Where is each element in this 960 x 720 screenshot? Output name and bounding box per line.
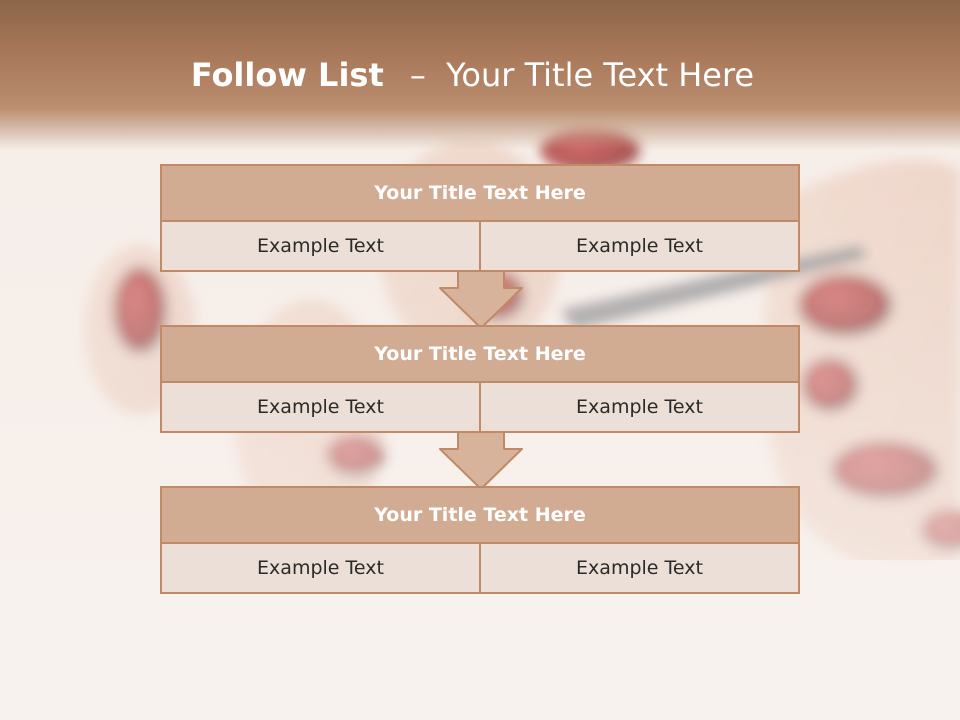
list-block-2: Your Title Text Here Example Text Exampl… — [160, 325, 800, 433]
list-block-cell-right: Example Text — [479, 544, 798, 592]
list-block-cell-left: Example Text — [162, 544, 479, 592]
slide-title-rest: Your Title Text Here — [446, 56, 755, 94]
down-arrow-icon — [439, 270, 523, 329]
slide-title-strong: Follow List — [190, 56, 384, 94]
slide-title: Follow List – Your Title Text Here — [0, 52, 945, 98]
list-block-cell-left: Example Text — [162, 383, 479, 431]
list-block-3: Your Title Text Here Example Text Exampl… — [160, 486, 800, 594]
list-block-1: Your Title Text Here Example Text Exampl… — [160, 164, 800, 272]
slide-title-separator: – — [409, 56, 426, 94]
list-block-title: Your Title Text Here — [162, 166, 798, 222]
list-block-title: Your Title Text Here — [162, 488, 798, 544]
list-block-row: Example Text Example Text — [162, 383, 798, 431]
list-block-row: Example Text Example Text — [162, 222, 798, 270]
list-block-title: Your Title Text Here — [162, 327, 798, 383]
list-block-cell-right: Example Text — [479, 222, 798, 270]
header-band — [0, 0, 960, 150]
list-block-cell-left: Example Text — [162, 222, 479, 270]
list-block-row: Example Text Example Text — [162, 544, 798, 592]
list-block-cell-right: Example Text — [479, 383, 798, 431]
down-arrow-icon — [439, 431, 523, 490]
